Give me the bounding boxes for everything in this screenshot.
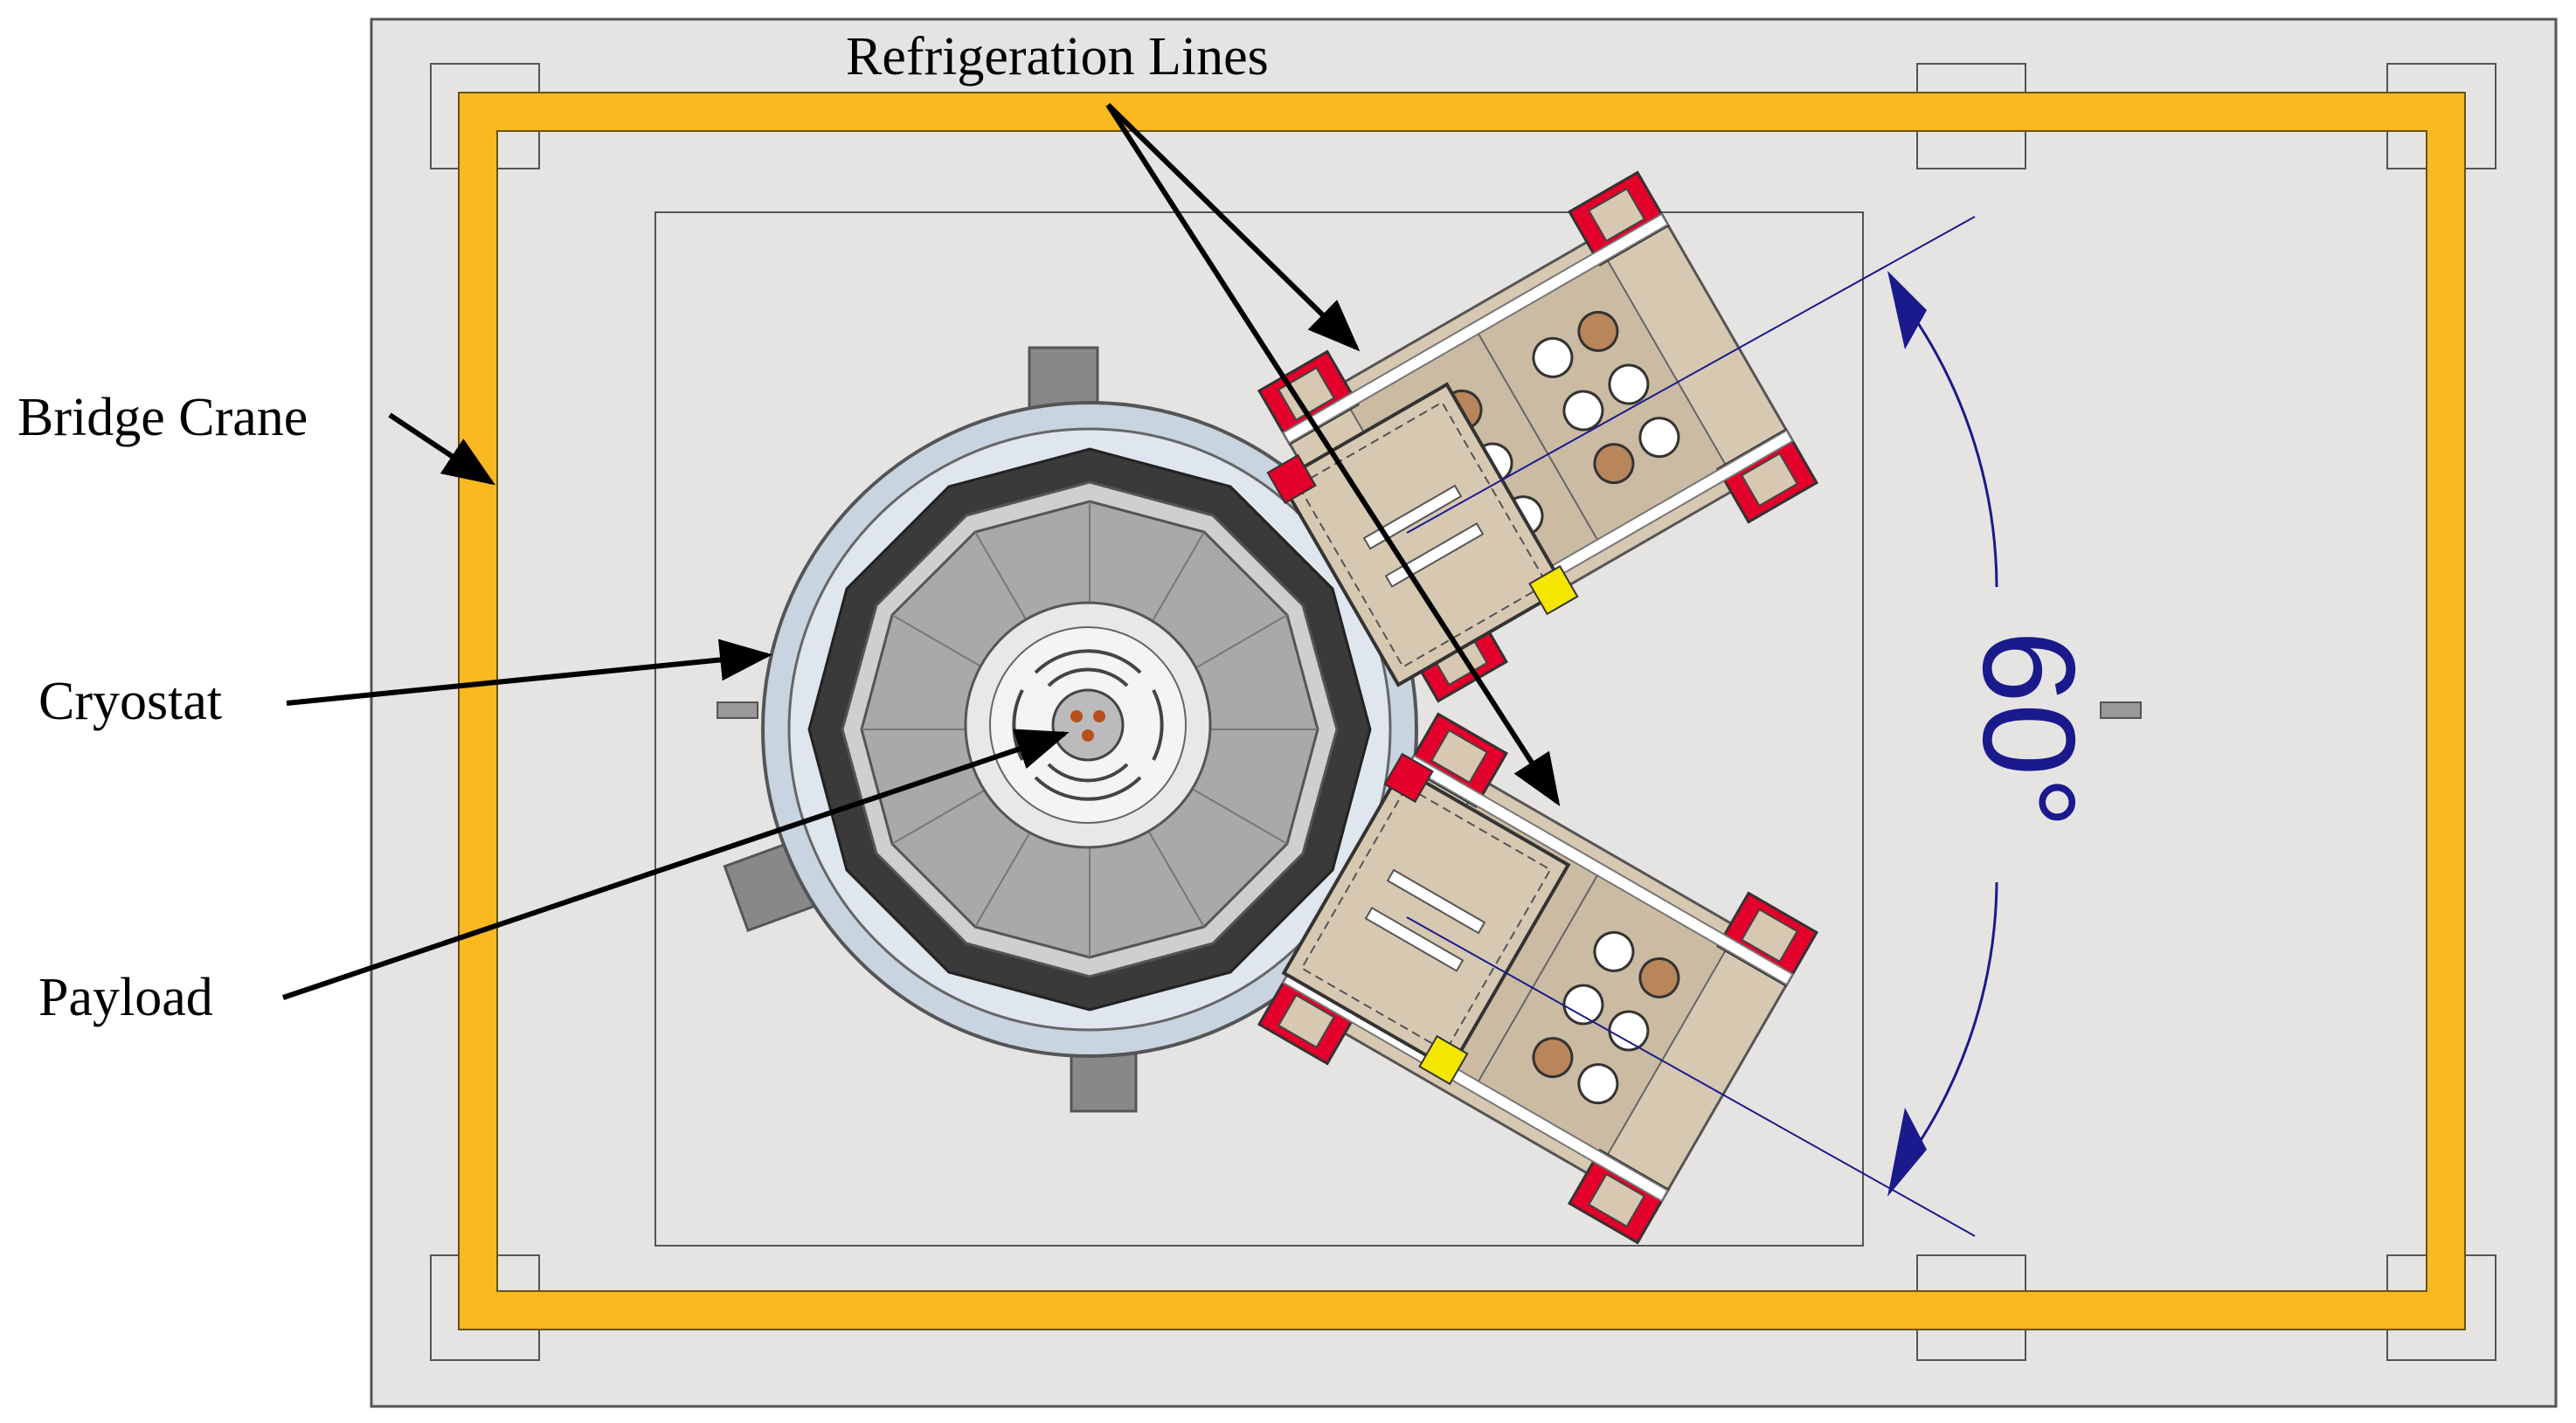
- room-floor: [370, 17, 2558, 1408]
- cryostat-label: Cryostat: [38, 672, 223, 731]
- angle-label: 60°: [1956, 631, 2102, 829]
- angle-dimension: 60°: [1406, 216, 2102, 1237]
- bridge-crane-rail: [458, 92, 2466, 1330]
- bridge-crane-label: Bridge Crane: [17, 388, 308, 447]
- cryostat: [723, 346, 1418, 1113]
- arrow-refrigeration-upper: [1105, 102, 1361, 352]
- arrow-bridge-crane: [388, 412, 495, 486]
- callout-arrows: [282, 102, 1561, 1000]
- refrigeration-lines-label: Refrigeration Lines: [846, 27, 1269, 86]
- arrow-payload: [282, 729, 1070, 1000]
- angle-arrowhead-bottom: [1887, 1108, 1927, 1197]
- angle-arrowhead-top: [1887, 271, 1927, 349]
- payload: [964, 601, 1212, 849]
- payload-label: Payload: [38, 968, 213, 1027]
- arrow-cryostat: [286, 639, 772, 706]
- arrow-refrigeration-lower: [1105, 103, 1561, 807]
